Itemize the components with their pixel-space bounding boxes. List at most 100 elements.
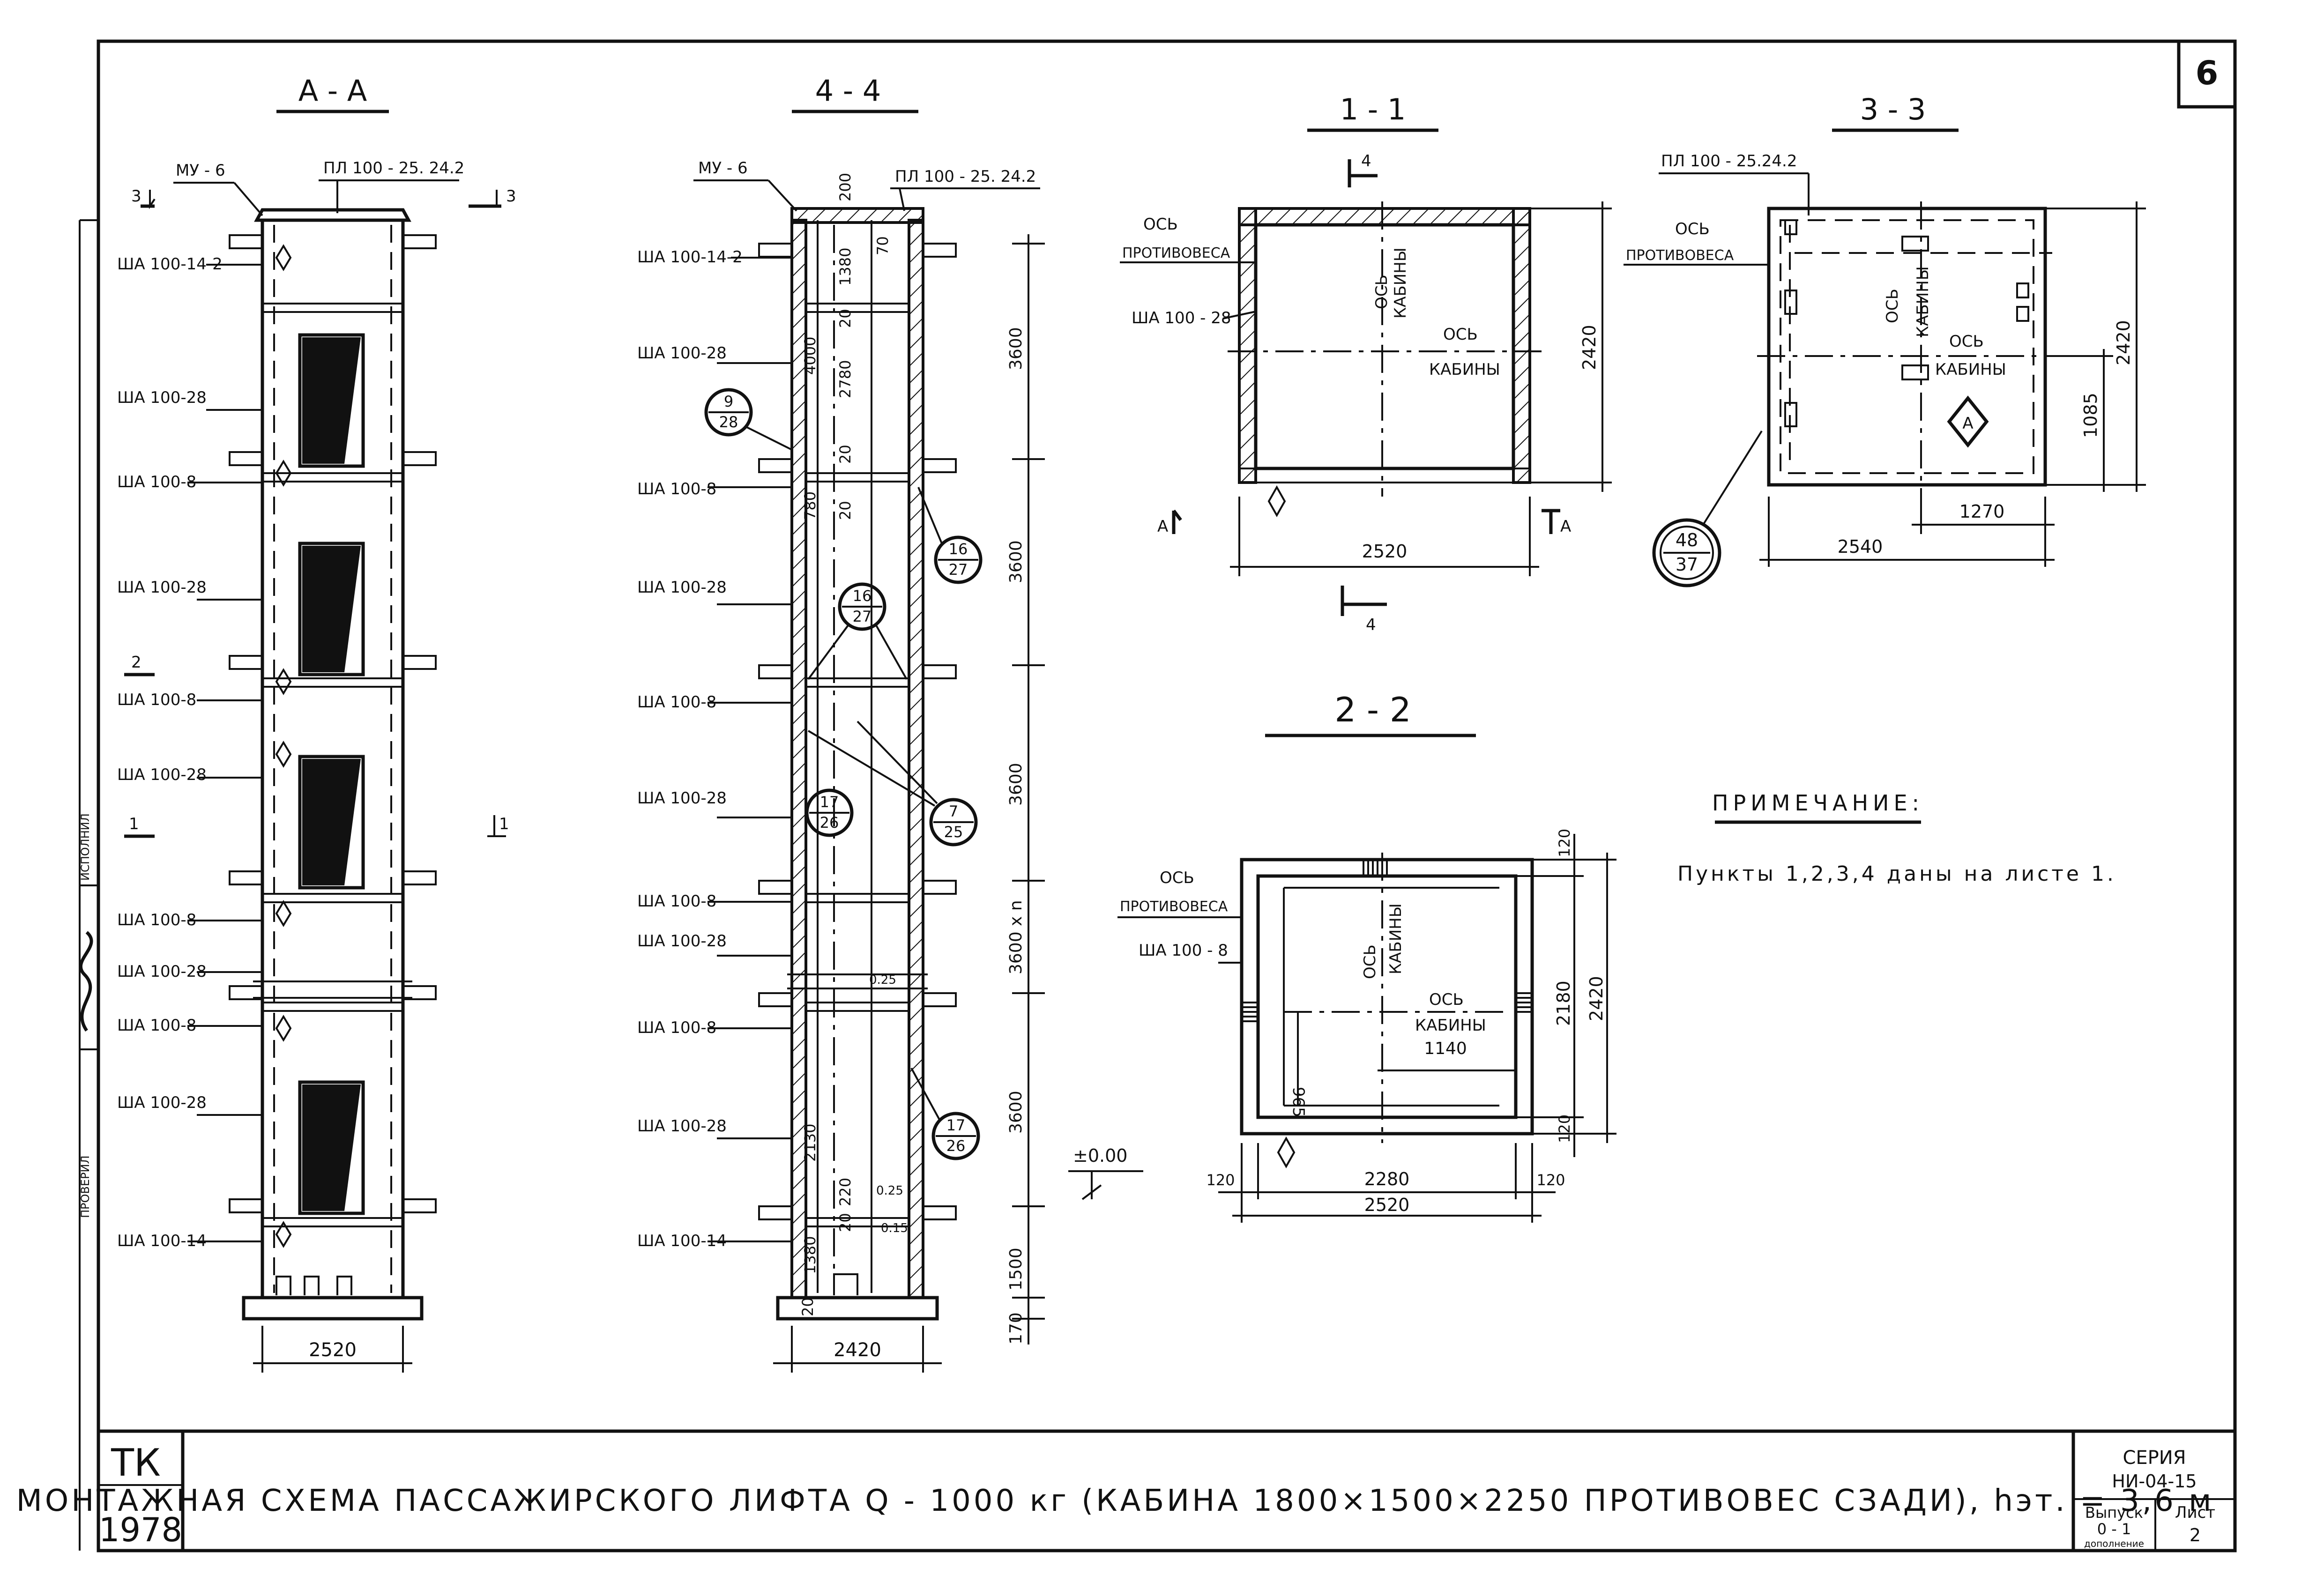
s33-top-label: ПЛ 100 - 25.24.2 — [1661, 152, 1797, 171]
s44-label-3: ША 100-28 — [637, 578, 727, 597]
callout-top: 16 — [853, 587, 872, 605]
s11-cut-a-left: А — [1157, 517, 1168, 536]
s22-axis-cab-h-2: КАБИНЫ — [1415, 1016, 1486, 1035]
s11-dim-bottom-value: 2520 — [1362, 541, 1408, 562]
s44-callout-17-26-b: 17 26 — [910, 1068, 980, 1160]
tb-series-label: СЕРИЯ — [2123, 1447, 2186, 1469]
tb-issue-value: 0 - 1 — [2097, 1520, 2131, 1538]
s44-label-6: ША 100-8 — [637, 892, 716, 911]
s11-axis-cab-v-1: ОСЬ — [1372, 275, 1391, 309]
s22-axis-cab-h-1: ОСЬ — [1429, 990, 1464, 1009]
s44-rdim-5: 1500 — [1006, 1248, 1026, 1291]
s22-axis-cab-v-1: ОСЬ — [1361, 944, 1379, 979]
section-22-title: 2 - 2 — [1334, 690, 1411, 729]
callout-bottom: 27 — [949, 561, 968, 579]
s44-callout-17-26-a: 17 26 — [805, 788, 854, 837]
tb-sheet-label: Лист — [2175, 1503, 2215, 1522]
aa-floor-slabs — [261, 303, 404, 1227]
section-11-title: 1 - 1 — [1340, 92, 1406, 126]
s22-dim-right-0: 120 — [1556, 829, 1573, 857]
s44-rdim-2: 3600 — [1006, 763, 1026, 806]
s33-callout-top: 48 — [1676, 530, 1698, 550]
tb-title: МОНТАЖНАЯ СХЕМА ПАССАЖИРСКОГО ЛИФТА Q - … — [16, 1484, 2214, 1518]
s33-dim-right: 2420 1085 — [2045, 201, 2146, 492]
s22-dim-bottom-0: 120 — [1206, 1171, 1235, 1189]
aa-dim-bottom-value: 2520 — [309, 1339, 357, 1361]
s44-rdim-6: 170 — [1006, 1312, 1026, 1344]
s33-dim-bottom-value: 2540 — [1838, 536, 1883, 557]
aa-cut2: 2 — [131, 653, 142, 672]
aa-label-5: ША 100-28 — [117, 765, 207, 784]
s44-dim-025b: 0.25 — [876, 1184, 903, 1198]
s44-right-dims: 3600 3600 3600 3600 х n 3600 1500 170 ±0… — [1006, 234, 1143, 1344]
s44-dim-20a: 20 — [836, 309, 854, 328]
s22-axis-cwt-1: ОСЬ — [1160, 869, 1194, 887]
aa-label-7: ША 100-28 — [117, 962, 207, 981]
s22-dim-cab: 1140 — [1424, 1039, 1467, 1058]
tb-org-top: ТК — [111, 1441, 161, 1485]
s11-dim-right: 2420 — [1530, 201, 1612, 492]
note-title: ПРИМЕЧАНИЕ: — [1712, 790, 1924, 816]
aa-label-6: ША 100-8 — [117, 911, 196, 929]
s44-dim-200: 200 — [836, 173, 854, 201]
s11-cut-a-right: А — [1560, 517, 1571, 536]
s11-dim-right-value: 2420 — [1579, 325, 1600, 370]
s44-label-5: ША 100-28 — [637, 789, 727, 808]
s44-dim-bottom: 2420 — [773, 1326, 942, 1373]
aa-cut1-left: 1 — [129, 815, 139, 833]
s44-dim-bottom-value: 2420 — [834, 1339, 881, 1361]
aa-label-0: ША 100-14-2 — [117, 255, 223, 274]
s44-label-2: ША 100-8 — [637, 480, 716, 498]
s44-dim-1380b: 1380 — [801, 1236, 819, 1274]
callout-top: 7 — [949, 802, 958, 820]
s22-dim-bottom-total: 2520 — [1364, 1195, 1410, 1215]
callout-top: 17 — [820, 793, 839, 811]
s44-dim-2130: 2130 — [801, 1124, 819, 1162]
s33-dim-right-outer: 2420 — [2113, 320, 2134, 365]
aa-top-label: МУ - 6 — [176, 161, 225, 180]
s33-marker-a: А — [1947, 395, 1989, 448]
s22-side-label: ША 100 - 8 — [1139, 941, 1228, 960]
s44-dim-20e: 20 — [799, 1297, 817, 1316]
s11-axis-cwt-2: ПРОТИВОВЕСА — [1122, 245, 1230, 261]
s11-side-label: ША 100 - 28 — [1132, 309, 1231, 327]
section-11: 1 - 1 4 4 ОСЬ ПРОТИВОВЕСА ША 100 - 28 ОС… — [1120, 92, 1612, 634]
aa-label-9: ША 100-28 — [117, 1093, 207, 1112]
s44-dim-780: 780 — [801, 491, 819, 520]
s44-label-4: ША 100-8 — [637, 693, 716, 712]
s33-marker-text: А — [1962, 414, 1973, 433]
section-aa-title: А - А — [298, 74, 367, 108]
s44-dim-1380: 1380 — [836, 248, 854, 286]
left-margin-approvals: ПРОВЕРИЛ ИСПОЛНИЛ — [79, 813, 98, 1218]
callout-top: 16 — [949, 540, 968, 558]
s22-dim-bottom-1: 2280 — [1364, 1169, 1410, 1189]
tb-issue-label: Выпуск — [2085, 1504, 2143, 1522]
s44-dim-025a: 0.25 — [869, 973, 896, 987]
section-44-title: 4 - 4 — [815, 74, 881, 108]
s33-axis-cab-v-2: КАБИНЫ — [1914, 266, 1932, 337]
s22-dim-bottom: 120 2280 120 2520 — [1206, 1143, 1565, 1223]
note-text: Пункты 1,2,3,4 даны на листе 1. — [1677, 862, 2116, 886]
callout-bottom: 27 — [853, 608, 872, 625]
s11-axis-cab-h-1: ОСЬ — [1443, 325, 1478, 344]
signature-mark — [79, 931, 93, 1032]
s44-dim-20b: 20 — [836, 445, 854, 464]
aa-label-3: ША 100-28 — [117, 578, 207, 597]
s22-dim-bottom-2: 120 — [1536, 1171, 1565, 1189]
s44-label-1: ША 100-28 — [637, 344, 727, 363]
s33-axis-cab-h-1: ОСЬ — [1949, 332, 1984, 351]
s44-rdim-3: 3600 х n — [1006, 900, 1026, 974]
s11-cut-mark: 4 — [1361, 152, 1371, 171]
aa-label-8: ША 100-8 — [117, 1016, 196, 1035]
s22-dim-right-1: 2180 — [1553, 980, 1574, 1026]
callout-bottom: 25 — [944, 823, 963, 841]
s44-callout-7-25: 7 25 — [807, 720, 978, 847]
s44-rdim-0: 3600 — [1006, 327, 1026, 370]
margin-label-checked: ПРОВЕРИЛ — [79, 1155, 92, 1218]
s44-floor-slabs — [805, 303, 910, 1227]
s44-dim-70: 70 — [874, 236, 892, 255]
s44-dim-20c: 20 — [836, 501, 854, 520]
s44-label-9: ША 100-28 — [637, 1117, 727, 1136]
aa-door-openings — [298, 333, 365, 1215]
s11-dim-bottom: 2520 — [1230, 497, 1539, 576]
